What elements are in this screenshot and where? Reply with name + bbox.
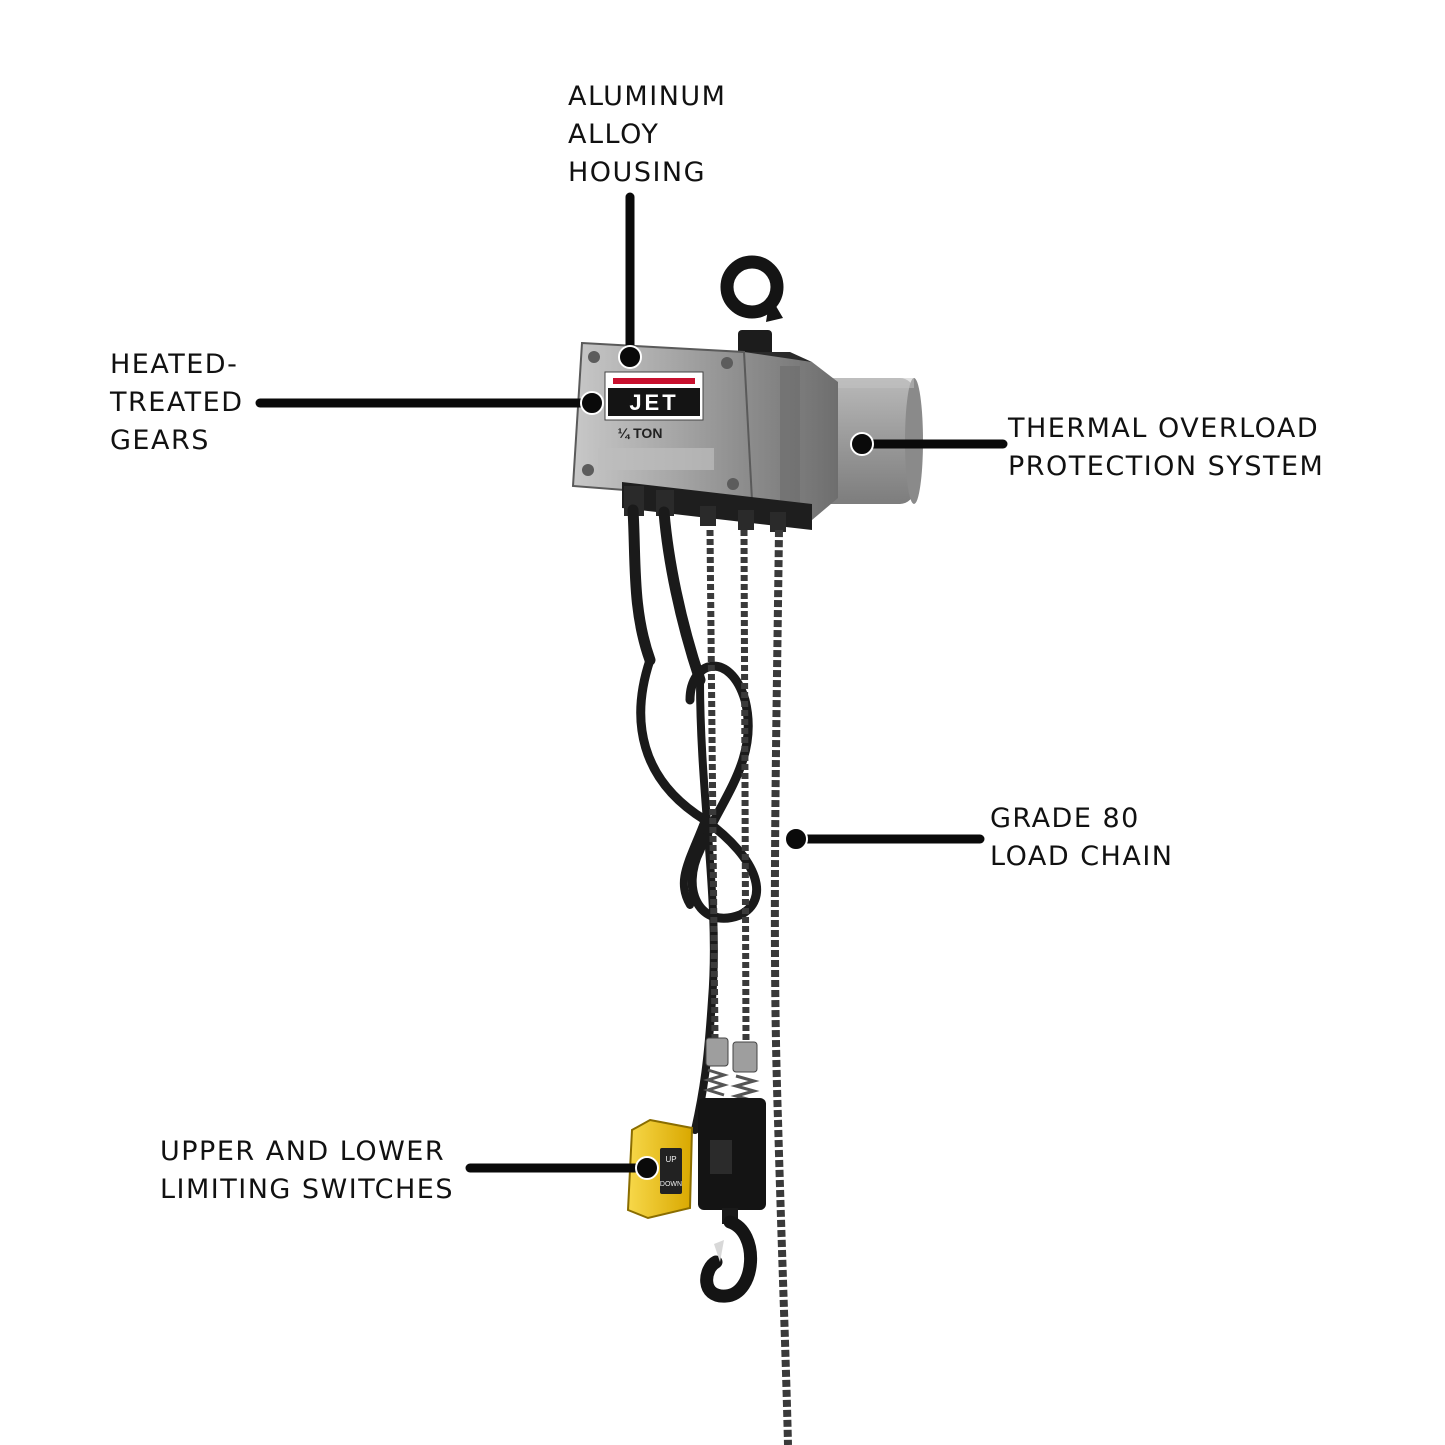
power-cables — [627, 504, 761, 1134]
load-chain-left — [706, 529, 719, 1041]
callout-limit: UPPER AND LOWER LIMITING SWITCHES — [160, 1133, 454, 1209]
callout-chain-line-1: GRADE 80 — [990, 803, 1140, 834]
callout-housing-line-1: ALUMINUM — [568, 81, 727, 112]
callout-thermal-line-1: THERMAL OVERLOAD — [1008, 413, 1320, 444]
callout-thermal-line-2: PROTECTION SYSTEM — [1008, 451, 1325, 482]
capacity-label: ¼ TON — [618, 425, 663, 441]
pendant-down-label: DOWN — [660, 1181, 682, 1188]
callout-housing: ALUMINUM ALLOY HOUSING — [568, 78, 726, 192]
callout-gears-line-1: HEATED- — [110, 349, 239, 380]
housing-underside — [622, 482, 812, 532]
housing-side-band — [780, 366, 800, 514]
callout-chain: GRADE 80 LOAD CHAIN — [990, 800, 1174, 876]
callout-housing-line-3: HOUSING — [568, 157, 707, 188]
leader-lines — [255, 192, 1008, 1180]
leader-limit-dot — [635, 1156, 659, 1180]
housing-front — [571, 341, 754, 502]
brand-logo: JET — [629, 390, 678, 415]
callout-gears: HEATED- TREATED GEARS — [110, 346, 244, 460]
leader-chain-dot — [784, 827, 808, 851]
chain-springs — [702, 1037, 760, 1103]
pendant-control: UP DOWN — [626, 1118, 694, 1220]
callout-chain-line-2: LOAD CHAIN — [990, 841, 1174, 872]
load-chain-middle — [740, 529, 750, 1041]
callout-gears-line-2: TREATED — [110, 387, 244, 418]
callout-limit-line-1: UPPER AND LOWER — [160, 1136, 446, 1167]
leader-housing-dot — [618, 345, 642, 369]
callout-limit-line-2: LIMITING SWITCHES — [160, 1174, 454, 1205]
load-hook-block — [698, 1098, 766, 1224]
load-hook — [700, 1215, 757, 1303]
callout-housing-line-2: ALLOY — [568, 119, 660, 150]
leader-thermal-dot — [850, 432, 874, 456]
load-chain-right — [770, 529, 792, 1445]
leader-gears-dot — [580, 391, 604, 415]
top-hook — [720, 255, 784, 360]
brand-nameplate: JET — [604, 371, 704, 421]
pendant-up-label: UP — [665, 1155, 676, 1164]
callout-thermal: THERMAL OVERLOAD PROTECTION SYSTEM — [1008, 410, 1324, 486]
callout-gears-line-3: GEARS — [110, 425, 210, 456]
